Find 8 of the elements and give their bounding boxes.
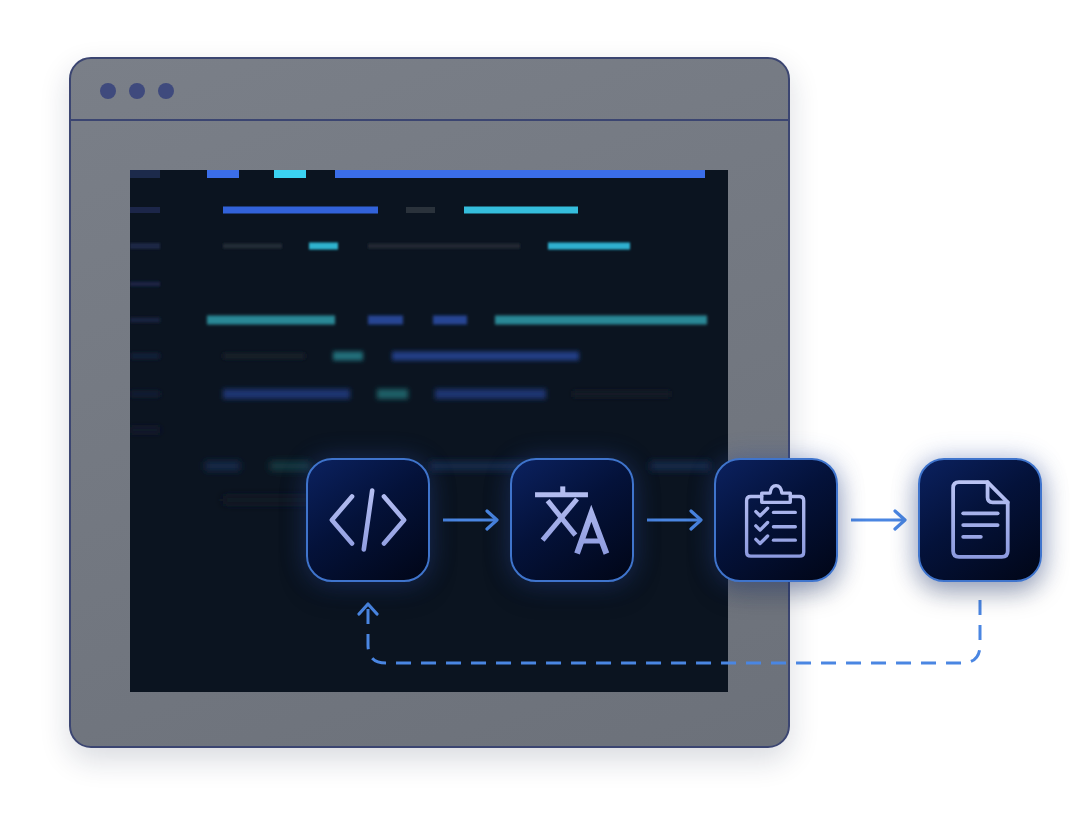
icon-tile (306, 458, 430, 582)
dashed-arrow (357, 600, 982, 665)
arrow (851, 509, 907, 531)
icon-tile (714, 458, 838, 582)
icon-tile (510, 458, 634, 582)
arrow (647, 509, 703, 531)
arrow (443, 509, 499, 531)
icon-tile (918, 458, 1042, 582)
